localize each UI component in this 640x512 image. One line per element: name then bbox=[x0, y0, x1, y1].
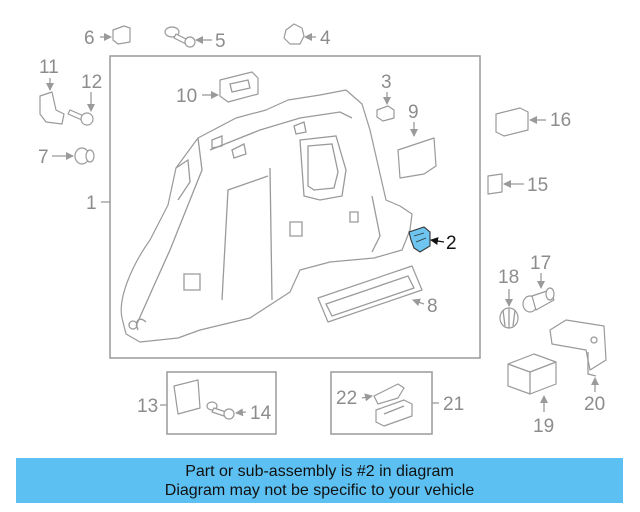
part-5-screw bbox=[164, 26, 196, 48]
part-8-sill-plate bbox=[317, 265, 423, 323]
part-3-clip bbox=[376, 105, 395, 122]
part-11-bracket bbox=[39, 91, 65, 125]
callout-19: 19 bbox=[533, 416, 554, 437]
part-18-grommet bbox=[499, 307, 519, 329]
part-20-bracket bbox=[549, 319, 607, 377]
callout-9: 9 bbox=[408, 102, 419, 123]
part-9-cover bbox=[397, 137, 437, 179]
callout-22: 22 bbox=[336, 388, 357, 409]
part-4-clip bbox=[283, 23, 305, 45]
part-12-screw bbox=[67, 109, 94, 126]
callout-1: 1 bbox=[86, 193, 97, 214]
part-16-block bbox=[495, 107, 529, 137]
callout-17: 17 bbox=[530, 253, 551, 274]
callout-21: 21 bbox=[443, 394, 464, 415]
callout-20: 20 bbox=[584, 394, 605, 415]
leader-8 bbox=[412, 298, 425, 307]
callout-8: 8 bbox=[427, 296, 438, 317]
part-2-bracket bbox=[408, 226, 431, 253]
part-6-clip bbox=[112, 25, 131, 45]
banner-line-part: Part or sub-assembly is #2 in diagram bbox=[185, 462, 454, 480]
callout-11: 11 bbox=[39, 57, 59, 78]
callout-13: 13 bbox=[137, 396, 158, 417]
callout-3: 3 bbox=[381, 72, 392, 93]
callout-4: 4 bbox=[320, 28, 331, 49]
part-7-retainer bbox=[74, 147, 95, 165]
callout-18: 18 bbox=[498, 267, 519, 288]
leader-2 bbox=[430, 237, 445, 246]
callout-6: 6 bbox=[84, 28, 95, 49]
callout-7: 7 bbox=[38, 147, 49, 168]
part-17-fastener bbox=[522, 287, 555, 313]
part-19-box bbox=[507, 353, 557, 395]
part-15-patch bbox=[487, 173, 503, 195]
leader-22 bbox=[361, 393, 373, 402]
banner-line-disclaimer: Diagram may not be specific to your vehi… bbox=[164, 481, 475, 499]
part-13-pad bbox=[173, 379, 201, 415]
callout-5: 5 bbox=[215, 31, 226, 52]
callout-14: 14 bbox=[250, 403, 272, 424]
callout-15: 15 bbox=[527, 175, 548, 196]
quarter-trim-panel bbox=[120, 89, 413, 343]
callout-2: 2 bbox=[446, 233, 457, 254]
leader-14 bbox=[235, 408, 247, 417]
assembly-frame-13 bbox=[166, 371, 277, 435]
part-14-screw bbox=[206, 401, 235, 420]
part-10-handle bbox=[219, 71, 259, 103]
callout-10: 10 bbox=[176, 86, 197, 107]
callout-12: 12 bbox=[81, 72, 102, 93]
assembly-frame-main bbox=[109, 55, 481, 359]
info-banner: Part or sub-assembly is #2 in diagram Di… bbox=[16, 458, 623, 503]
part-21-cover bbox=[375, 399, 413, 427]
part-22-clip bbox=[373, 383, 405, 405]
callout-16: 16 bbox=[550, 110, 571, 131]
